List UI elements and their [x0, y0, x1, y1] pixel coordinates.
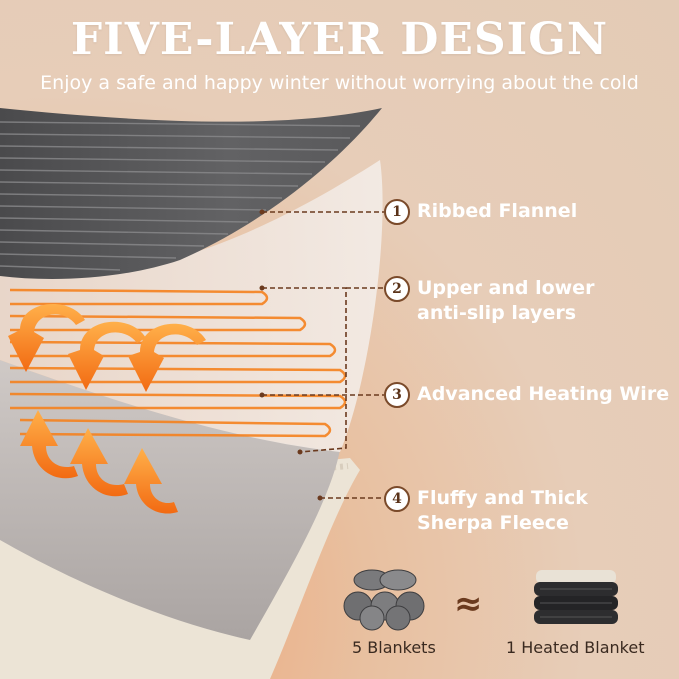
layer-label-line: Advanced Heating Wire	[417, 383, 670, 405]
layer-label-line: anti-slip layers	[417, 302, 577, 324]
heating-wire	[9, 288, 347, 438]
layer-label-line: Ribbed Flannel	[417, 200, 578, 222]
heat-arrows-up	[20, 410, 178, 514]
layer-label-sherpa: Fluffy and Thick Sherpa Fleece	[417, 486, 588, 536]
layer-label-ribbed-flannel: Ribbed Flannel	[417, 199, 577, 224]
layer-number-badge: 1	[384, 199, 410, 225]
approximately-equal-symbol: ≈	[454, 584, 483, 624]
layer-number-badge: 4	[384, 486, 410, 512]
layer-label-line: Upper and lower	[417, 277, 595, 299]
ribbed-flannel-layer	[0, 108, 382, 279]
rolled-blankets-icon	[343, 569, 425, 631]
layer-label-heating-wire: Advanced Heating Wire	[417, 382, 669, 407]
anti-slip-layer	[0, 160, 383, 452]
layer-number-badge: 3	[384, 382, 410, 408]
grey-insulation-layer	[0, 360, 340, 640]
heated-blanket-icon	[534, 570, 618, 624]
layer-number-badge: 2	[384, 276, 410, 302]
five-blankets-caption: 5 Blankets	[352, 638, 436, 657]
leader-lines	[262, 211, 384, 499]
heated-blanket-caption: 1 Heated Blanket	[506, 638, 645, 657]
flannel-ribs	[0, 121, 361, 271]
page-subtitle: Enjoy a safe and happy winter without wo…	[40, 72, 639, 94]
layer-label-line: Sherpa Fleece	[417, 512, 569, 534]
page-title: FIVE-LAYER DESIGN	[70, 14, 609, 65]
heat-arrows-down	[8, 303, 206, 392]
layer-label-anti-slip: Upper and lower anti-slip layers	[417, 276, 594, 326]
layer-label-line: Fluffy and Thick	[417, 487, 588, 509]
